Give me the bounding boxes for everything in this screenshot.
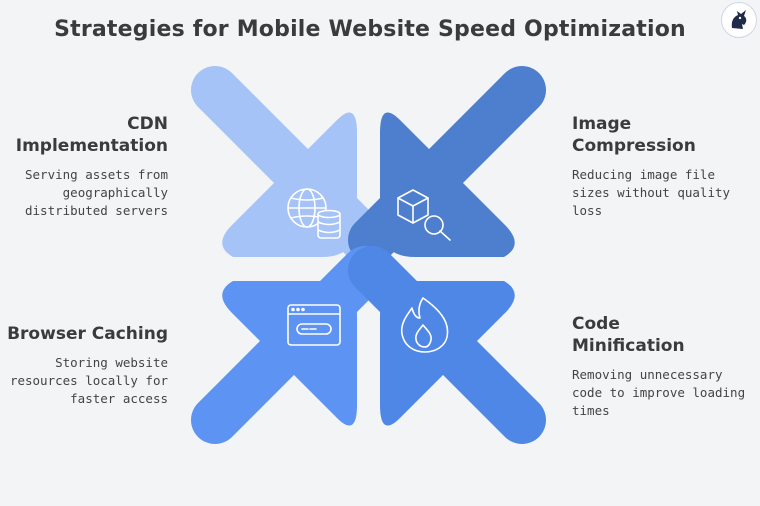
image-arrow-shape: [348, 66, 546, 264]
code-description: Removing unnecessary code to improve loa…: [572, 367, 746, 418]
caching-heading: Browser Caching: [7, 324, 168, 344]
cube-magnifier-icon: [397, 189, 451, 241]
image-description: Reducing image file sizes without qualit…: [572, 167, 731, 218]
brand-logo-icon: [721, 2, 757, 38]
caching-arrow-shape: [191, 246, 389, 444]
flame-icon: [400, 297, 449, 353]
globe-database-icon: [287, 188, 341, 239]
code-heading: Code Minification: [572, 314, 685, 356]
caching-description: Storing website resources locally for fa…: [9, 355, 168, 406]
image-heading: Image Compression: [572, 114, 696, 156]
cdn-heading: CDN Implementation: [15, 114, 168, 156]
cdn-description: Serving assets from geographically distr…: [25, 167, 168, 218]
browser-window-icon: [287, 304, 341, 346]
page-title: Strategies for Mobile Website Speed Opti…: [54, 17, 686, 42]
cdn-arrow-shape: [191, 66, 389, 264]
code-arrow-shape: [348, 246, 546, 444]
